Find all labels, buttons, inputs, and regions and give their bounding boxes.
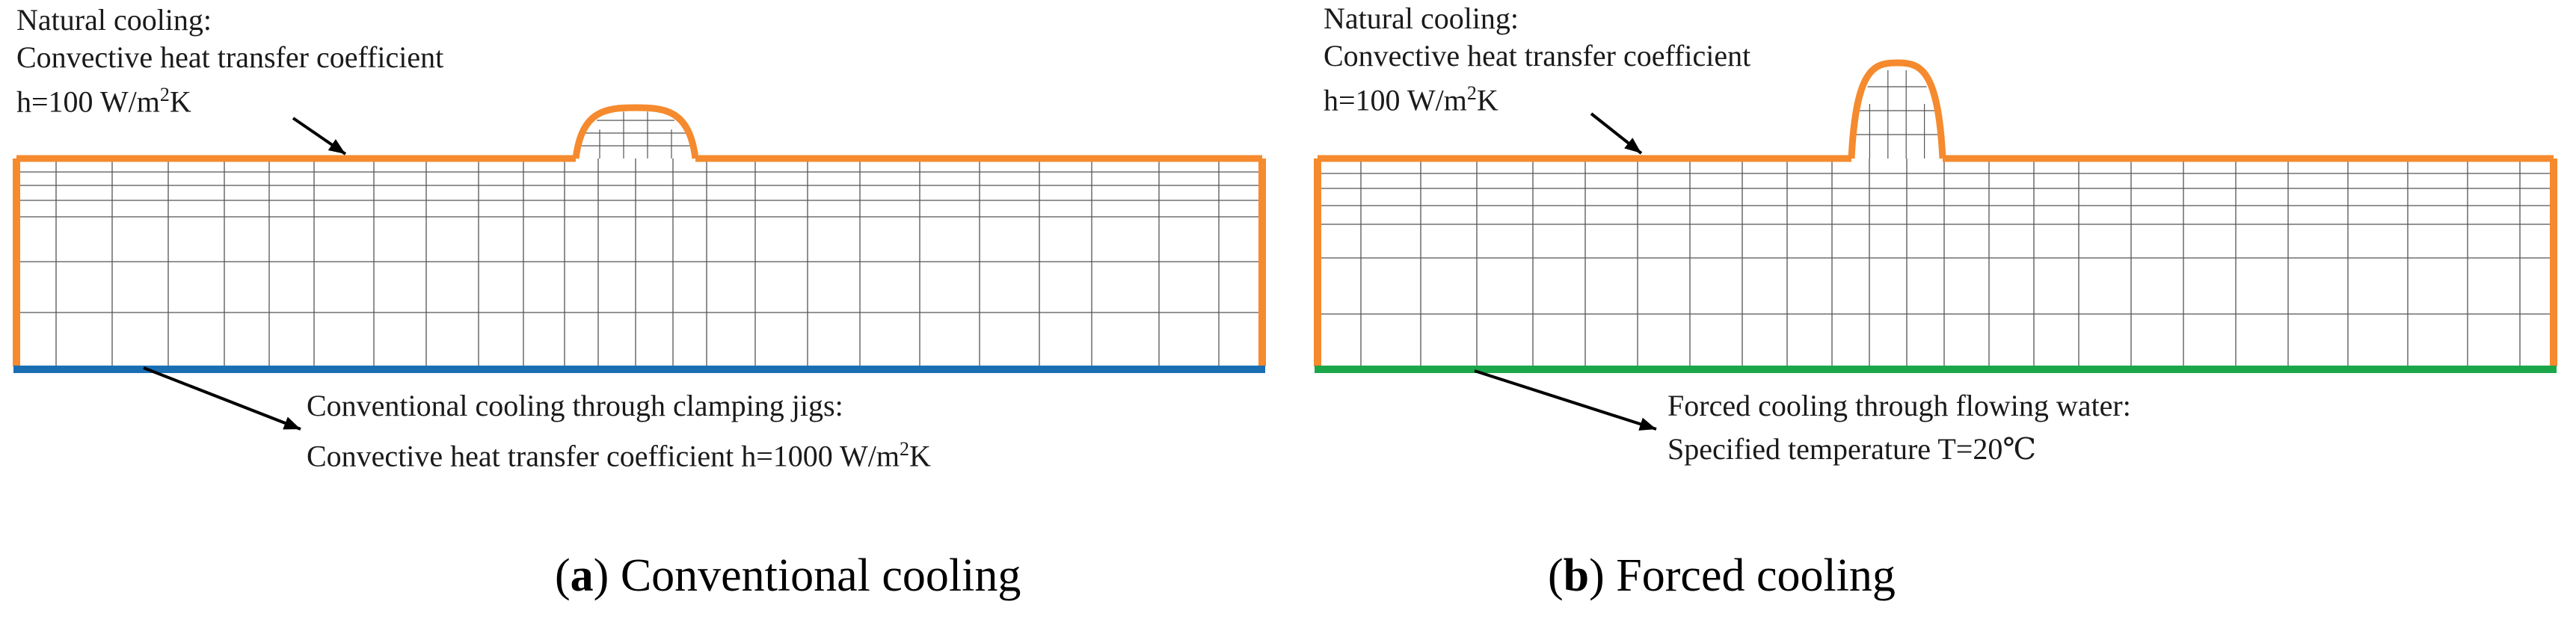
mesh-diagram-a <box>13 104 1266 431</box>
conventional-cooling-title: Conventional cooling through clamping ji… <box>307 389 843 422</box>
natural-cooling-title-b: Natural cooling: <box>1324 1 1519 35</box>
panel-conventional-cooling: Natural cooling: Convective heat transfe… <box>0 0 1286 628</box>
bead-boundary <box>572 104 699 159</box>
forced-cooling-value: Specified temperature T=20℃ <box>1667 432 2037 466</box>
natural-cooling-value-b: h=100 W/m2K <box>1324 82 1498 117</box>
bottom-arrow-line <box>143 366 301 431</box>
bottom-arrow-head <box>1638 417 1656 431</box>
bead-boundary <box>1848 59 1946 159</box>
forced-cooling-title: Forced cooling through flowing water: <box>1667 389 2131 422</box>
bottom-arrow-head <box>283 416 301 430</box>
natural-cooling-desc-b: Convective heat transfer coefficient <box>1324 39 1751 73</box>
natural-cooling-value-a: h=100 W/m2K <box>16 84 191 119</box>
mesh-diagram-b <box>1314 59 2557 431</box>
caption-b: (b) Forced cooling <box>1548 550 1896 601</box>
caption-a: (a) Conventional cooling <box>555 550 1021 601</box>
top-arrow-head <box>1624 138 1641 153</box>
conventional-cooling-value: Convective heat transfer coefficient h=1… <box>307 438 931 473</box>
natural-cooling-desc-a: Convective heat transfer coefficient <box>16 40 444 74</box>
bottom-arrow-line <box>1474 369 1657 431</box>
top-arrow-head <box>328 139 345 154</box>
natural-cooling-title-a: Natural cooling: <box>16 3 212 37</box>
panel-forced-cooling: Natural cooling: Convective heat transfe… <box>1301 0 2576 628</box>
